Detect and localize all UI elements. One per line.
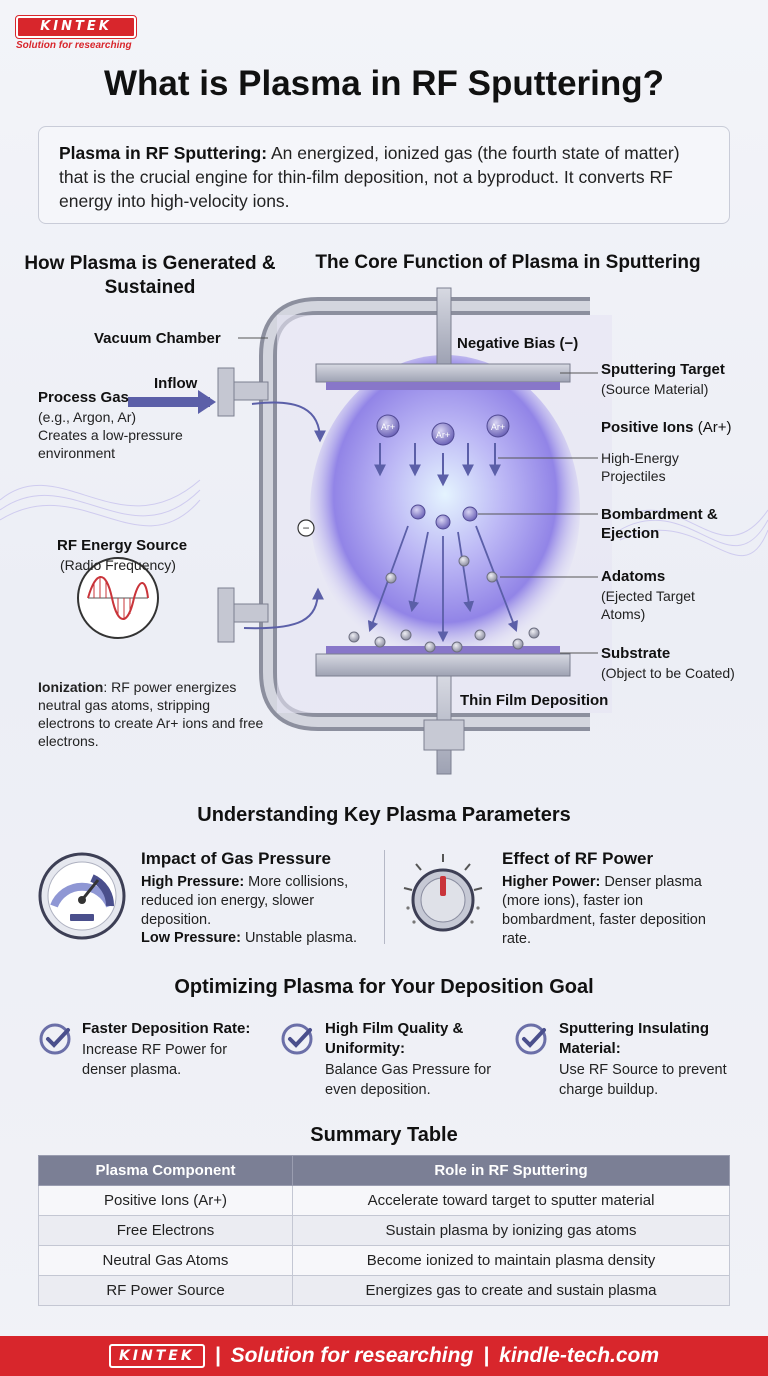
process-gas-label: Process Gas [38, 389, 129, 406]
wave-decoration [0, 479, 768, 557]
optimizing-heading: Optimizing Plasma for Your Deposition Go… [174, 976, 594, 998]
footer-logo: KINTEK [108, 1344, 205, 1368]
rf-power-knob-icon [403, 854, 483, 932]
table-row: RF Power Source Energizes gas to create … [38, 1275, 730, 1306]
table-cell: Energizes gas to create and sustain plas… [292, 1275, 730, 1306]
table-cell: Positive Ions (Ar+) [38, 1185, 293, 1216]
gas-inlet-port [217, 367, 269, 417]
table-row: Positive Ions (Ar+) Accelerate toward ta… [38, 1185, 730, 1216]
negative-bias-label: Negative Bias (−) [457, 335, 579, 352]
param-divider [384, 850, 385, 944]
svg-text:−: − [302, 521, 309, 535]
column-header: Plasma Component [38, 1155, 293, 1186]
target-atom-group [410, 504, 478, 530]
opt-item-1-title: Faster Deposition Rate: [82, 1020, 251, 1037]
sputtering-target-plate [315, 363, 571, 383]
footer-bar: KINTEK | Solution for researching | kind… [0, 1336, 768, 1376]
left-heading: How Plasma is Generated & Sustained [24, 253, 276, 298]
column-header: Role in RF Sputtering [292, 1155, 730, 1186]
opt-item-2-text: Balance Gas Pressure for even deposition… [325, 1062, 492, 1098]
footer-separator: | [214, 1344, 221, 1367]
opt-item-3-title: Sputtering Insulating Material: [559, 1020, 709, 1057]
electron-icon: − [297, 519, 315, 537]
argon-ion-group: Ar+ Ar+ Ar+ [376, 414, 510, 446]
table-row: Neutral Gas Atoms Become ionized to main… [38, 1245, 730, 1276]
adatom-group [348, 555, 540, 653]
target-desc: (Source Material) [601, 381, 709, 397]
pressure-title: Impact of Gas Pressure [141, 849, 331, 868]
table-cell: Free Electrons [38, 1215, 293, 1246]
summary-heading: Summary Table [310, 1124, 458, 1146]
svg-text:Ar+: Ar+ [381, 422, 395, 432]
kintek-logo: KINTEK [15, 15, 137, 39]
rf-source-desc: (Radio Frequency) [60, 557, 176, 573]
svg-text:Ar+: Ar+ [491, 422, 505, 432]
substrate-label: Substrate [601, 645, 671, 662]
table-cell: Become ionized to maintain plasma densit… [292, 1245, 730, 1276]
vacuum-chamber-label: Vacuum Chamber [94, 330, 221, 347]
definition-text: An energized, ionized gas (the fourth st… [59, 143, 680, 211]
table-cell: Neutral Gas Atoms [38, 1245, 293, 1276]
opt-item-2-title: High Film Quality & Uniformity: [325, 1020, 464, 1057]
adatoms-label: Adatoms [601, 568, 666, 585]
rf-port [217, 587, 269, 643]
positive-ions-label: Positive Ions (Ar+) [601, 419, 732, 436]
table-row: Free Electrons Sustain plasma by ionizin… [38, 1215, 730, 1246]
table-header-row: Plasma Component Role in RF Sputtering [38, 1155, 730, 1186]
definition-term: Plasma in RF Sputtering: [59, 143, 268, 163]
logo-tagline: Solution for researching [16, 40, 132, 51]
sputtering-chamber-diagram: − Ar+ Ar+ Ar+ [0, 287, 768, 775]
footer-url[interactable]: kindle-tech.com [499, 1344, 660, 1367]
svg-text:Ar+: Ar+ [436, 430, 450, 440]
check-icon [39, 1023, 71, 1055]
thin-film-label: Thin Film Deposition [460, 692, 609, 709]
projectiles-label: High-Energy Projectiles [601, 450, 679, 484]
substrate-plate [315, 653, 571, 677]
summary-table: Plasma Component Role in RF Sputtering P… [38, 1155, 730, 1306]
power-title: Effect of RF Power [502, 849, 654, 868]
power-text: Higher Power: Denser plasma (more ions),… [502, 874, 706, 947]
opt-item-3-text: Use RF Source to prevent charge buildup. [559, 1062, 727, 1098]
pressure-gauge-icon [38, 852, 126, 940]
label-leaders [238, 337, 598, 654]
definition-box: Plasma in RF Sputtering: An energized, i… [38, 126, 730, 224]
rf-wave-icon [77, 557, 159, 639]
plasma-glow [310, 355, 580, 665]
ion-arrows [374, 443, 501, 487]
check-icon [515, 1023, 547, 1055]
page-title: What is Plasma in RF Sputtering? [103, 64, 665, 103]
opt-item-1-text: Increase RF Power for denser plasma. [82, 1042, 228, 1078]
parameters-heading: Understanding Key Plasma Parameters [197, 804, 571, 826]
footer-separator: | [483, 1344, 490, 1367]
table-cell: RF Power Source [38, 1275, 293, 1306]
pressure-low-text: Low Pressure: Unstable plasma. [141, 930, 357, 946]
check-icon [281, 1023, 313, 1055]
ionization-text: Ionization: RF power energizes neutral g… [38, 679, 264, 749]
adatoms-desc: (Ejected Target Atoms) [601, 588, 695, 622]
table-cell: Accelerate toward target to sputter mate… [292, 1185, 730, 1216]
substrate-desc: (Object to be Coated) [601, 665, 735, 681]
inflow-label: Inflow [154, 375, 198, 392]
table-cell: Sustain plasma by ionizing gas atoms [292, 1215, 730, 1246]
right-heading: The Core Function of Plasma in Sputterin… [315, 252, 701, 273]
rf-source-label: RF Energy Source [57, 537, 188, 554]
inflow-arrow-icon [198, 390, 216, 414]
process-gas-desc: (e.g., Argon, Ar) Creates a low-pressure… [38, 409, 183, 461]
pressure-high-text: High Pressure: More collisions, reduced … [141, 874, 349, 928]
footer-tagline: Solution for researching [230, 1344, 474, 1367]
bombardment-label: Bombardment & Ejection [601, 506, 718, 542]
target-label: Sputtering Target [601, 361, 725, 378]
